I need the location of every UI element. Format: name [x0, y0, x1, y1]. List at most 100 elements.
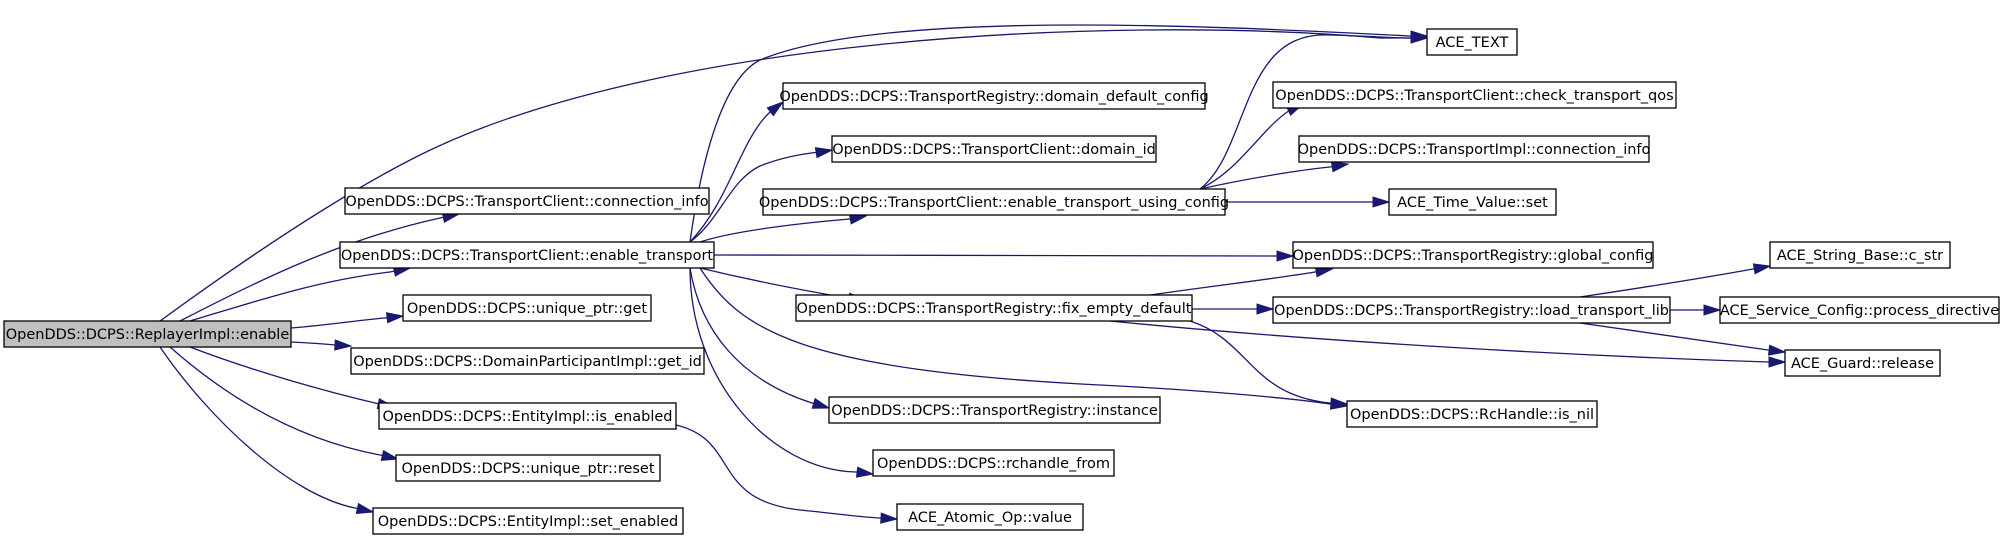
edge-line — [689, 267, 813, 404]
arrowhead-icon — [855, 466, 875, 478]
edge-line — [1109, 320, 1769, 363]
node-label: ACE_Service_Config::process_directive — [1720, 303, 1999, 319]
edge-line — [169, 346, 381, 456]
node-global-config[interactable]: OpenDDS::DCPS::TransportRegistry::global… — [1292, 241, 1654, 269]
edge-enable_transport-to-global_config — [713, 250, 1295, 262]
edge-line — [713, 254, 1277, 257]
edge-line — [159, 346, 356, 509]
node-tv-set[interactable]: ACE_Time_Value::set — [1388, 188, 1557, 216]
edge-load_transport_lib-to-c_str — [1579, 263, 1772, 298]
node-is-enabled[interactable]: OpenDDS::DCPS::EntityImpl::is_enabled — [378, 402, 677, 430]
node-get-id[interactable]: OpenDDS::DCPS::DomainParticipantImpl::ge… — [350, 347, 705, 375]
edge-line — [1199, 34, 1411, 190]
edge-root-to-get_id — [290, 339, 353, 351]
node-label: OpenDDS::DCPS::TransportRegistry::instan… — [831, 403, 1158, 419]
arrowhead-icon — [1767, 344, 1787, 356]
arrowhead-icon — [355, 502, 375, 514]
node-box — [1272, 296, 1671, 324]
node-box — [1388, 188, 1557, 216]
node-guard-release[interactable]: ACE_Guard::release — [1784, 349, 1941, 377]
node-label: OpenDDS::DCPS::TransportRegistry::global… — [1293, 248, 1654, 264]
edge-line — [179, 217, 441, 322]
edge-line-tail — [389, 270, 395, 273]
node-label: ACE_String_Base::c_str — [1777, 248, 1943, 264]
node-label: OpenDDS::DCPS::TransportRegistry::domain… — [779, 89, 1208, 105]
node-box — [350, 347, 705, 375]
node-label: OpenDDS::DCPS::DomainParticipantImpl::ge… — [353, 354, 702, 370]
node-label: OpenDDS::DCPS::TransportClient::enable_t… — [759, 195, 1229, 211]
node-label: ACE_Time_Value::set — [1397, 195, 1548, 211]
arrowhead-icon — [1256, 303, 1275, 315]
node-box — [1426, 28, 1518, 56]
node-box — [1272, 81, 1677, 109]
arrowhead-icon — [1330, 161, 1350, 173]
edge-line — [189, 271, 391, 322]
edge-enable_transport-to-domain_id — [689, 147, 834, 243]
node-label: OpenDDS::DCPS::EntityImpl::set_enabled — [378, 514, 679, 530]
node-label: OpenDDS::DCPS::TransportClient::domain_i… — [832, 142, 1156, 158]
node-rchandle-from[interactable]: OpenDDS::DCPS::rchandle_from — [872, 449, 1115, 477]
node-label: OpenDDS::DCPS::TransportClient::enable_t… — [341, 248, 714, 264]
node-label: OpenDDS::DCPS::EntityImpl::is_enabled — [383, 409, 673, 425]
node-box — [762, 188, 1226, 216]
edge-line — [159, 29, 1381, 322]
node-box — [372, 507, 684, 535]
node-instance[interactable]: OpenDDS::DCPS::TransportRegistry::instan… — [828, 396, 1161, 424]
node-box — [872, 449, 1115, 477]
node-c-str[interactable]: ACE_String_Base::c_str — [1769, 241, 1951, 269]
edge-line — [189, 346, 376, 404]
node-up-get[interactable]: OpenDDS::DCPS::unique_ptr::get — [402, 294, 652, 322]
edge-line — [1199, 166, 1331, 190]
node-box — [344, 187, 710, 215]
arrowhead-icon — [1276, 250, 1295, 262]
node-box — [1719, 296, 2000, 324]
node-load-transport-lib[interactable]: OpenDDS::DCPS::TransportRegistry::load_t… — [1272, 296, 1671, 324]
edge-fix_empty_default-to-is_nil — [1189, 320, 1349, 409]
node-root[interactable]: OpenDDS::DCPS::ReplayerImpl::enable — [3, 320, 292, 348]
node-label: OpenDDS::DCPS::TransportClient::check_tr… — [1275, 88, 1673, 104]
node-enable-transport[interactable]: OpenDDS::DCPS::TransportClient::enable_t… — [339, 241, 715, 269]
node-label: OpenDDS::DCPS::TransportRegistry::fix_em… — [797, 301, 1192, 317]
node-etuc[interactable]: OpenDDS::DCPS::TransportClient::enable_t… — [759, 188, 1229, 216]
node-label: OpenDDS::DCPS::RcHandle::is_nil — [1350, 407, 1594, 423]
edge-line — [290, 341, 336, 346]
node-check-transport-qos[interactable]: OpenDDS::DCPS::TransportClient::check_tr… — [1272, 81, 1677, 109]
node-conn-info[interactable]: OpenDDS::DCPS::TransportClient::connecti… — [344, 187, 710, 215]
arrowhead-icon — [385, 312, 405, 324]
arrowhead-icon — [334, 339, 353, 351]
arrowhead-icon — [1703, 304, 1722, 316]
node-box — [402, 294, 652, 322]
node-box — [1784, 349, 1941, 377]
node-label: OpenDDS::DCPS::TransportImpl::connection… — [1298, 142, 1651, 158]
arrowhead-icon — [380, 449, 400, 461]
node-process-directive[interactable]: ACE_Service_Config::process_directive — [1719, 296, 2000, 324]
edge-line — [689, 24, 1411, 243]
edge-root-to-up_reset — [169, 346, 400, 461]
node-up-reset[interactable]: OpenDDS::DCPS::unique_ptr::reset — [395, 454, 661, 482]
edge-enable_transport-to-rchandle_from — [689, 267, 875, 478]
node-label: OpenDDS::DCPS::unique_ptr::reset — [401, 461, 654, 477]
edge-line — [689, 151, 821, 243]
edge-etuc-to-ace_text — [1199, 32, 1429, 190]
node-impl-conn-info[interactable]: OpenDDS::DCPS::TransportImpl::connection… — [1298, 135, 1651, 163]
arrowhead-icon — [766, 100, 785, 117]
arrowhead-icon — [880, 512, 899, 524]
node-domain-id[interactable]: OpenDDS::DCPS::TransportClient::domain_i… — [831, 135, 1157, 163]
function-nodes: OpenDDS::DCPS::ReplayerImpl::enable ACE_T… — [3, 28, 2000, 535]
node-label: OpenDDS::DCPS::TransportRegistry::load_t… — [1274, 303, 1669, 319]
node-fix-empty-default[interactable]: OpenDDS::DCPS::TransportRegistry::fix_em… — [795, 294, 1193, 322]
arrowhead-icon — [1372, 196, 1391, 208]
node-ace-text[interactable]: ACE_TEXT — [1426, 28, 1518, 56]
edge-root-to-up_get — [290, 312, 405, 329]
node-domain-default-config[interactable]: OpenDDS::DCPS::TransportRegistry::domain… — [779, 82, 1209, 110]
node-set-enabled[interactable]: OpenDDS::DCPS::EntityImpl::set_enabled — [372, 507, 684, 535]
node-box — [378, 402, 677, 430]
node-atomic-value[interactable]: ACE_Atomic_Op::value — [896, 503, 1084, 531]
arrowhead-icon — [814, 147, 834, 159]
node-is-nil[interactable]: OpenDDS::DCPS::RcHandle::is_nil — [1346, 400, 1598, 428]
edge-enable_transport-to-domain_default_config — [689, 100, 785, 243]
node-box — [1298, 135, 1650, 163]
edge-enable_transport-to-instance — [689, 267, 831, 409]
node-box — [1769, 241, 1951, 269]
edge-load_transport_lib-to-guard_release — [1579, 322, 1787, 356]
